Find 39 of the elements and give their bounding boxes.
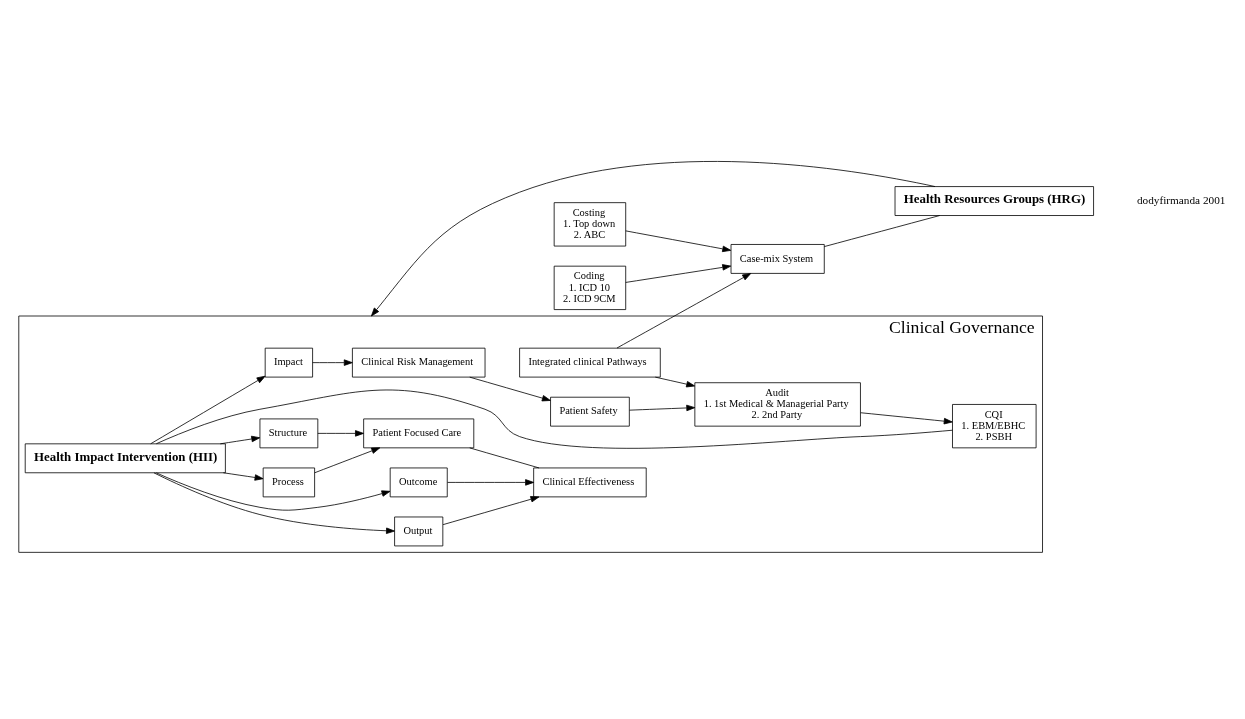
connector [469, 447, 540, 468]
arrow [625, 263, 732, 283]
node-box: Patient Safety [550, 396, 630, 427]
node-box: Coding 1. ICD 10 2. ICD 9CM [553, 265, 627, 310]
arrow [447, 478, 535, 486]
arrow [312, 358, 353, 366]
node-box: Clinical Risk Management [352, 347, 486, 377]
node-box: Health Resources Groups (HRG) [894, 185, 1094, 216]
arrow [625, 229, 732, 252]
connector [823, 214, 941, 247]
arrow [314, 446, 381, 473]
node-box: Impact [264, 347, 313, 377]
arrow [616, 272, 752, 348]
arrow [317, 429, 364, 437]
node-box: Patient Focused Care [363, 418, 475, 448]
arrow [153, 471, 395, 534]
connector [155, 389, 953, 449]
node-box: Structure [259, 418, 319, 448]
node-box: Output [394, 516, 444, 546]
node-box: CQI 1. EBM/EBHC 2. PSBH [952, 403, 1037, 448]
label: dodyfirmanda 2001 [1136, 193, 1226, 206]
node-box: Health Impact Intervention (HII) [24, 442, 226, 473]
arrow [222, 471, 264, 481]
node-box: Audit 1. 1st Medical & Managerial Party 2. 2nd Party [694, 381, 861, 427]
node-box: Outcome [389, 467, 448, 497]
arrow [150, 375, 266, 444]
arrow [629, 404, 696, 411]
node-box: Costing 1. Top down 2. ABC [553, 201, 627, 246]
node-box: Case-mix System [730, 243, 825, 274]
arrow [654, 376, 696, 387]
arrow [469, 376, 551, 401]
arrow [155, 471, 391, 511]
arrow [442, 495, 540, 525]
arrow [860, 411, 953, 424]
arrow [371, 160, 936, 316]
node-box: Integrated clinical Pathways [519, 347, 661, 377]
arrow [219, 435, 261, 444]
node-box: Process [262, 467, 315, 497]
node-box: Clinical Effectiveness [533, 467, 647, 497]
